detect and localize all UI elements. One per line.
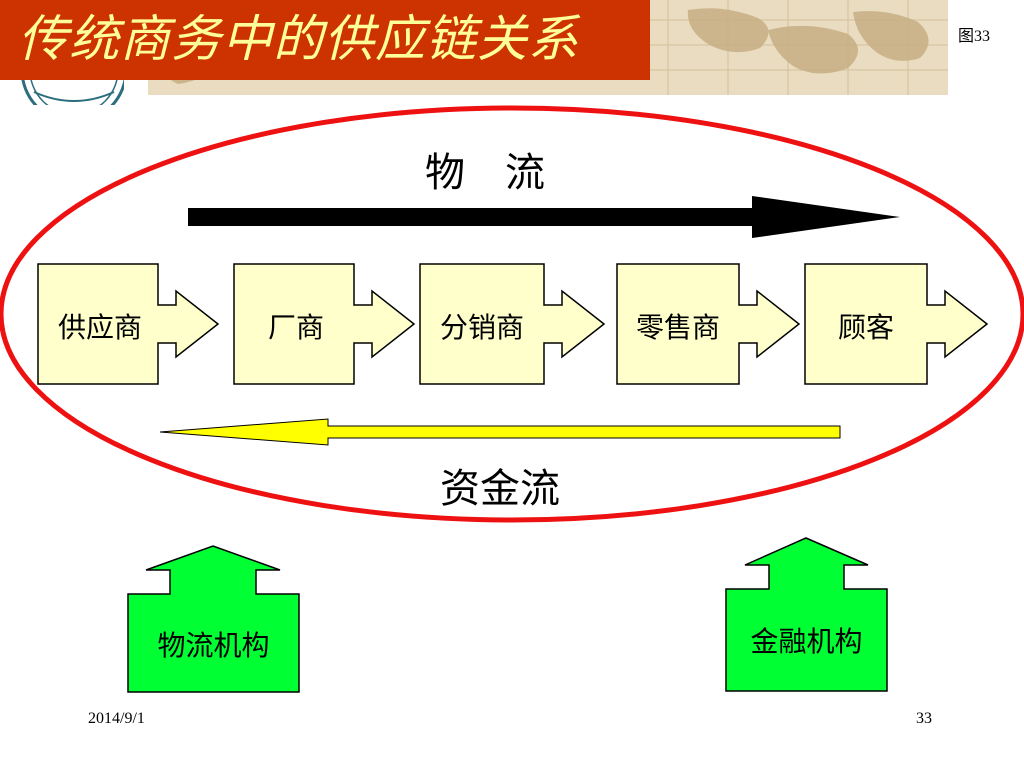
chain-shapes [37, 263, 989, 385]
page-tag: 图33 [958, 28, 991, 45]
financial-institution-label: 金融机构 [750, 625, 863, 658]
chain-box-retailer [616, 263, 801, 385]
chain-box-customer [804, 263, 989, 385]
chain-box-label-retailer: 零售商 [635, 311, 720, 344]
money-flow-label: 资金流 [440, 466, 560, 512]
footer-date: 2014/9/1 [88, 710, 145, 727]
chain-box-label-manufacturer: 厂商 [267, 311, 324, 344]
title-banner [0, 0, 650, 80]
money-flow-arrow [159, 418, 841, 446]
goods-flow-arrow [188, 196, 900, 238]
chain-box-label-distributor: 分销商 [439, 311, 524, 344]
financial-institution-shape [725, 537, 888, 692]
chain-box-supplier [37, 263, 220, 385]
slide-title: 传统商务中的供应链关系 [18, 10, 579, 68]
chain-box-label-supplier: 供应商 [57, 311, 142, 344]
chain-box-manufacturer [233, 263, 416, 385]
supply-chain-ellipse [0, 105, 1024, 523]
logistics-institution-shape [127, 545, 300, 693]
goods-flow-label: 物 流 [425, 150, 545, 196]
chain-box-distributor [419, 263, 606, 385]
chain-box-label-customer: 顾客 [837, 311, 894, 344]
footer-page-number: 33 [916, 710, 932, 727]
logistics-institution-label: 物流机构 [157, 629, 270, 662]
